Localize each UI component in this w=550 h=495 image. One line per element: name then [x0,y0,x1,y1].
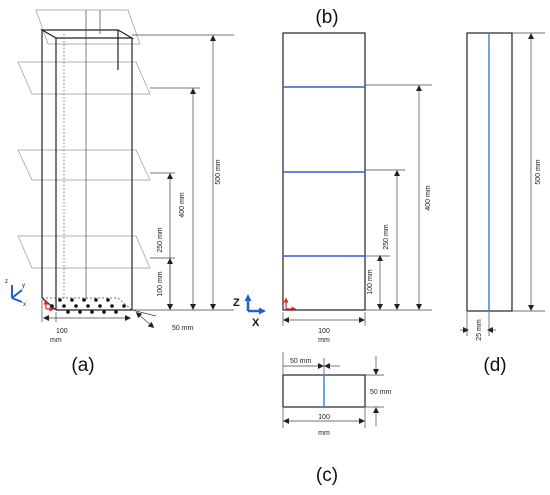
svg-text:50 mm: 50 mm [370,389,392,396]
panel-d-label: (d) [483,355,506,376]
svg-text:50 mm: 50 mm [172,325,194,332]
svg-text:250 mm: 250 mm [157,227,164,252]
panel-b-label: (b) [315,7,338,28]
column-body [39,10,135,311]
panel-a-label: (a) [71,355,94,376]
dim-500-a: 500 mm [210,35,222,310]
triad-y-label: y [22,283,25,289]
dim-400-b: 400 mm [416,85,432,310]
svg-text:mm: mm [50,337,62,344]
svg-text:mm: mm [318,337,330,344]
svg-text:50 mm: 50 mm [290,358,312,365]
section-plane-100 [17,235,151,269]
axis-z-label: Z [233,297,240,309]
dim-250-b: 250 mm [383,170,400,310]
triad-z-label: z [5,279,8,285]
svg-text:400 mm: 400 mm [179,192,186,217]
dim-400-a: 400 mm [179,88,196,310]
dim-width-c: 100 mm [282,408,366,437]
section-plane-250 [17,149,151,181]
dim-100-a: 100 mm [157,258,173,310]
base-anchor-dots [50,298,126,314]
svg-text:100: 100 [56,328,68,335]
dim-width-a: 100 mm [41,300,131,344]
svg-text:mm: mm [318,430,330,437]
svg-text:500 mm: 500 mm [215,159,222,184]
panel-c-label: (c) [316,465,338,486]
svg-text:100: 100 [318,414,330,421]
svg-text:100 mm: 100 mm [157,271,164,296]
dim-half-depth-d: 25 mm [460,312,496,341]
axis-triad-a: z y x [5,279,26,308]
panel-c-cross-section: 50 mm 50 mm 100 mm (c) [282,352,392,486]
panel-a-isometric: z y x 500 mm 400 mm 250 mm 100 mm [5,9,234,376]
panel-b-front-view: (b) 400 mm 250 mm 100 mm [233,7,432,344]
panel-d-side-view: 500 mm 25 mm (d) [460,32,545,376]
dim-500-d: 500 mm [528,33,542,311]
dim-depth-a: 50 mm [131,309,194,332]
dim-half-width-c: 50 mm [282,352,340,374]
axis-triad-b: Z X [233,294,266,329]
dim-width-b: 100 mm [282,312,366,344]
svg-text:400 mm: 400 mm [425,185,432,210]
svg-text:100: 100 [318,328,330,335]
dim-100-b: 100 mm [367,255,383,310]
dim-depth-c: 50 mm [365,356,392,426]
triad-x-label: x [23,302,26,308]
svg-text:500 mm: 500 mm [535,159,542,184]
svg-text:250 mm: 250 mm [383,224,390,249]
section-plane-top [35,9,141,45]
svg-text:100 mm: 100 mm [367,269,374,294]
section-plane-400 [17,61,151,95]
svg-text:25 mm: 25 mm [476,319,483,341]
origin-marker-b [283,297,297,312]
axis-x-label: X [252,317,260,329]
origin-marker-a [43,299,55,312]
